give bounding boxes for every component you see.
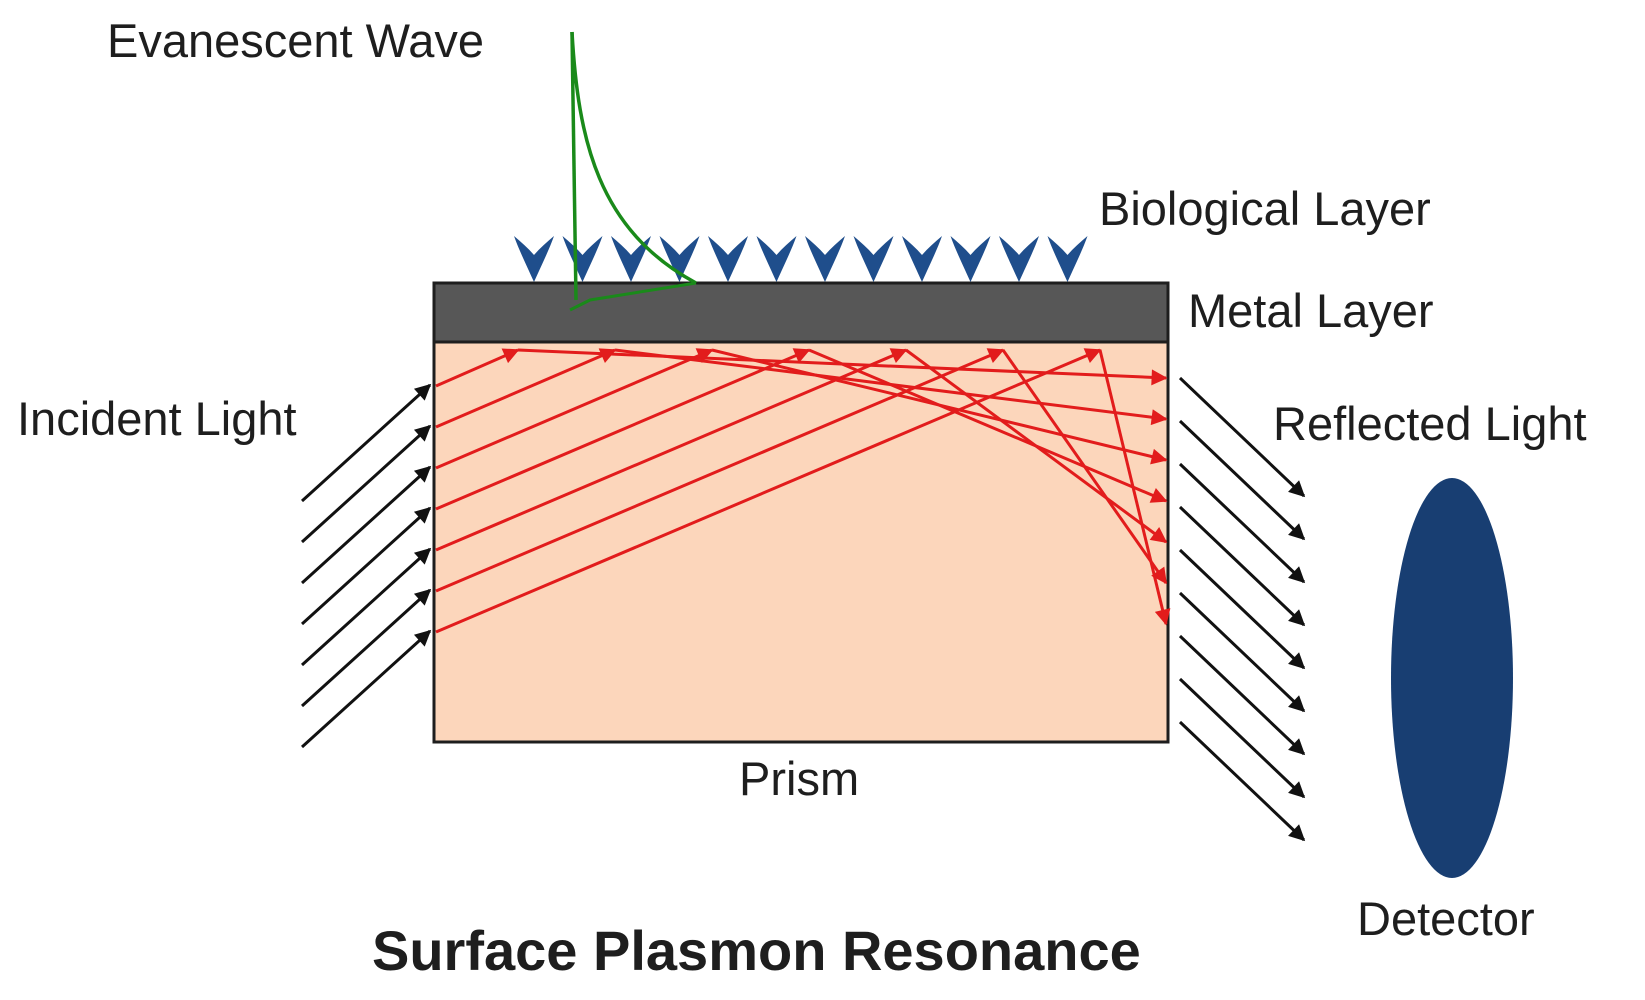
metal-layer bbox=[432, 281, 1170, 344]
reflected-light-arrow bbox=[1178, 505, 1306, 627]
biomolecule bbox=[999, 236, 1039, 282]
incident-light-arrow bbox=[300, 588, 432, 708]
evanescent-wave-vertical bbox=[570, 31, 578, 301]
internal-ray-incident bbox=[435, 348, 1102, 634]
diagram-title: Surface Plasmon Resonance bbox=[372, 919, 1141, 982]
incident-light-arrow bbox=[300, 629, 432, 749]
internal-ray-incident bbox=[435, 348, 714, 470]
incident-light-arrow bbox=[300, 424, 432, 544]
internal-ray-reflected bbox=[1098, 349, 1171, 626]
reflected-light-arrow bbox=[1178, 634, 1306, 756]
biomolecule bbox=[950, 236, 991, 282]
internal-ray-reflected bbox=[808, 348, 1168, 503]
biological-layer-molecules bbox=[514, 236, 1088, 282]
biomolecule bbox=[659, 236, 700, 282]
prism-body bbox=[432, 340, 1170, 744]
reflected-light-arrow bbox=[1178, 720, 1306, 842]
reflected-light-arrow bbox=[1178, 462, 1306, 584]
reflected-light-arrow bbox=[1178, 376, 1306, 498]
reflected-light-arrow bbox=[1178, 548, 1306, 670]
label-metal-layer: Metal Layer bbox=[1188, 284, 1434, 337]
evanescent-wave-base bbox=[569, 281, 697, 312]
internal-ray-reflected bbox=[905, 348, 1168, 544]
reflected-light-arrow bbox=[1178, 591, 1306, 713]
label-biological-layer: Biological Layer bbox=[1099, 182, 1431, 235]
incident-light-arrow bbox=[300, 383, 432, 503]
reflected-light-arrow bbox=[1178, 419, 1306, 541]
internal-ray-incident bbox=[435, 348, 811, 511]
biomolecule bbox=[902, 236, 942, 282]
biomolecule bbox=[805, 236, 845, 282]
label-prism: Prism bbox=[739, 752, 859, 805]
biomolecule bbox=[514, 236, 554, 282]
label-detector: Detector bbox=[1357, 892, 1535, 945]
label-reflected-light: Reflected Light bbox=[1273, 397, 1587, 450]
incident-light-arrow bbox=[300, 506, 432, 626]
internal-ray-incident bbox=[435, 348, 1005, 593]
internal-ray-incident bbox=[435, 348, 908, 552]
evanescent-wave bbox=[569, 31, 697, 312]
detector-ellipse bbox=[1391, 478, 1513, 878]
internal-rays bbox=[435, 348, 1171, 634]
label-incident-light: Incident Light bbox=[17, 392, 297, 445]
biomolecule bbox=[1047, 236, 1088, 282]
label-evanescent-wave: Evanescent Wave bbox=[107, 14, 484, 67]
reflected-light-arrows bbox=[1178, 376, 1306, 842]
biomolecule bbox=[853, 236, 894, 282]
internal-ray-reflected bbox=[1001, 349, 1168, 585]
reflected-light-arrow bbox=[1178, 677, 1306, 799]
incident-light-arrow bbox=[300, 465, 432, 585]
biomolecule bbox=[708, 236, 748, 282]
internal-ray-incident bbox=[435, 348, 520, 388]
incident-light-arrow bbox=[300, 547, 432, 667]
biomolecule bbox=[562, 236, 603, 282]
internal-ray-incident bbox=[435, 348, 617, 429]
incident-light-arrows bbox=[300, 383, 432, 749]
biomolecule bbox=[611, 236, 651, 282]
biomolecule bbox=[756, 236, 797, 282]
evanescent-wave-curve bbox=[570, 31, 697, 285]
